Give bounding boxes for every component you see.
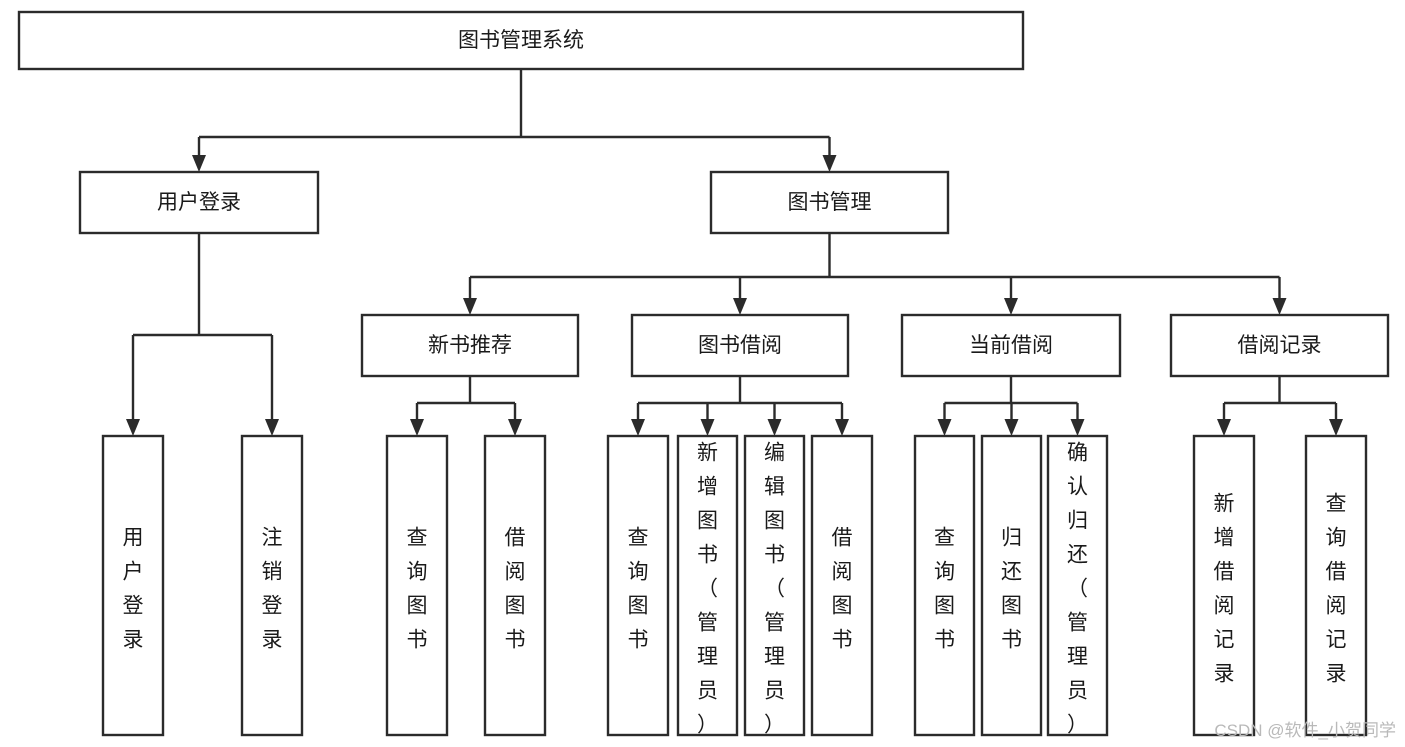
- csdn-watermark: CSDN @软件_小贺同学: [1214, 721, 1396, 740]
- node-leaf-edit-book-label: 编辑图书（管理员）: [764, 442, 785, 737]
- node-leaf-add-borrow-record-box[interactable]: [1192, 434, 1256, 737]
- node-leaf-query-book-borrow[interactable]: 查询图书: [606, 434, 670, 737]
- current-borrow-arrow-2: [1070, 419, 1085, 436]
- book-manage-arrow-2: [1004, 298, 1018, 315]
- node-leaf-confirm-return-label: 确认归还（管理员）: [1067, 442, 1088, 737]
- book-borrow-arrow-2: [767, 419, 782, 436]
- book-manage-arrow-3: [1272, 298, 1287, 315]
- borrow-record-arrow-1: [1329, 419, 1343, 436]
- node-new-book-recommend-label: 新书推荐: [428, 334, 512, 357]
- node-leaf-query-book-rec-label: 查询图书: [407, 527, 428, 652]
- node-user-login-label: 用户登录: [157, 191, 241, 214]
- node-root-label: 图书管理系统: [458, 29, 584, 52]
- node-root[interactable]: 图书管理系统: [17, 10, 1025, 71]
- node-leaf-edit-book-box[interactable]: [743, 434, 806, 737]
- node-book-manage-label: 图书管理: [788, 191, 872, 214]
- node-leaf-user-logout-box[interactable]: [240, 434, 304, 737]
- current-borrow-arrow-0: [937, 419, 952, 436]
- node-book-manage[interactable]: 图书管理: [709, 170, 950, 235]
- node-borrow-record[interactable]: 借阅记录: [1169, 313, 1390, 378]
- node-leaf-query-borrow-record-label: 查询借阅记录: [1326, 493, 1347, 686]
- node-book-borrow-box[interactable]: [630, 313, 850, 378]
- book-borrow-arrow-0: [631, 419, 645, 436]
- node-book-borrow[interactable]: 图书借阅: [630, 313, 850, 378]
- root-arrow-0: [192, 155, 206, 172]
- node-leaf-return-book-box[interactable]: [980, 434, 1043, 737]
- node-leaf-borrow-book[interactable]: 借阅图书: [810, 434, 874, 737]
- node-leaf-user-login-box[interactable]: [101, 434, 165, 737]
- nodes-layer: 图书管理系统用户登录图书管理新书推荐图书借阅当前借阅借阅记录用户登录注销登录查询…: [17, 10, 1390, 737]
- node-book-manage-box[interactable]: [709, 170, 950, 235]
- node-leaf-user-login-label: 用户登录: [123, 527, 144, 652]
- node-current-borrow[interactable]: 当前借阅: [900, 313, 1122, 378]
- user-login-arrow-1: [265, 419, 279, 436]
- new-book-recommend-arrow-0: [410, 419, 424, 436]
- book-manage-arrow-0: [463, 298, 477, 315]
- node-borrow-record-box[interactable]: [1169, 313, 1390, 378]
- node-leaf-add-borrow-record-label: 新增借阅记录: [1214, 493, 1235, 686]
- node-leaf-add-book-label: 新增图书（管理员）: [697, 442, 718, 737]
- node-leaf-query-book-rec-box[interactable]: [385, 434, 449, 737]
- node-leaf-return-book[interactable]: 归还图书: [980, 434, 1043, 737]
- node-leaf-add-borrow-record[interactable]: 新增借阅记录: [1192, 434, 1256, 737]
- current-borrow-arrow-1: [1004, 419, 1019, 436]
- node-leaf-add-book-box[interactable]: [676, 434, 739, 737]
- new-book-recommend-arrow-1: [508, 419, 522, 436]
- node-leaf-user-login[interactable]: 用户登录: [101, 434, 165, 737]
- node-leaf-borrow-book-box[interactable]: [810, 434, 874, 737]
- node-root-box[interactable]: [17, 10, 1025, 71]
- node-book-borrow-label: 图书借阅: [698, 334, 782, 357]
- node-leaf-confirm-return[interactable]: 确认归还（管理员）: [1046, 434, 1109, 737]
- node-new-book-recommend[interactable]: 新书推荐: [360, 313, 580, 378]
- node-leaf-query-borrow-record-box[interactable]: [1304, 434, 1368, 737]
- node-leaf-borrow-book-rec-label: 借阅图书: [505, 527, 526, 652]
- node-leaf-confirm-return-box[interactable]: [1046, 434, 1109, 737]
- node-leaf-user-logout-label: 注销登录: [262, 527, 283, 652]
- node-leaf-user-logout[interactable]: 注销登录: [240, 434, 304, 737]
- node-leaf-query-book-cur-label: 查询图书: [934, 527, 955, 652]
- node-current-borrow-box[interactable]: [900, 313, 1122, 378]
- node-leaf-borrow-book-rec[interactable]: 借阅图书: [483, 434, 547, 737]
- node-new-book-recommend-box[interactable]: [360, 313, 580, 378]
- root-arrow-1: [822, 155, 837, 172]
- node-leaf-query-book-borrow-label: 查询图书: [628, 527, 649, 652]
- node-leaf-query-book-rec[interactable]: 查询图书: [385, 434, 449, 737]
- node-borrow-record-label: 借阅记录: [1238, 334, 1322, 357]
- node-leaf-return-book-label: 归还图书: [1001, 527, 1022, 652]
- node-leaf-borrow-book-rec-box[interactable]: [483, 434, 547, 737]
- node-leaf-query-book-cur-box[interactable]: [913, 434, 976, 737]
- node-leaf-query-book-cur[interactable]: 查询图书: [913, 434, 976, 737]
- node-user-login-box[interactable]: [78, 170, 320, 235]
- book-borrow-arrow-1: [700, 419, 715, 436]
- node-leaf-query-book-borrow-box[interactable]: [606, 434, 670, 737]
- node-user-login[interactable]: 用户登录: [78, 170, 320, 235]
- node-leaf-query-borrow-record[interactable]: 查询借阅记录: [1304, 434, 1368, 737]
- book-borrow-arrow-3: [835, 419, 849, 436]
- node-leaf-add-book[interactable]: 新增图书（管理员）: [676, 434, 739, 737]
- book-manage-arrow-1: [733, 298, 747, 315]
- node-leaf-edit-book[interactable]: 编辑图书（管理员）: [743, 434, 806, 737]
- node-current-borrow-label: 当前借阅: [969, 334, 1053, 357]
- borrow-record-arrow-0: [1217, 419, 1231, 436]
- node-leaf-borrow-book-label: 借阅图书: [832, 527, 853, 652]
- connectors-layer: [126, 69, 1343, 436]
- user-login-arrow-0: [126, 419, 140, 436]
